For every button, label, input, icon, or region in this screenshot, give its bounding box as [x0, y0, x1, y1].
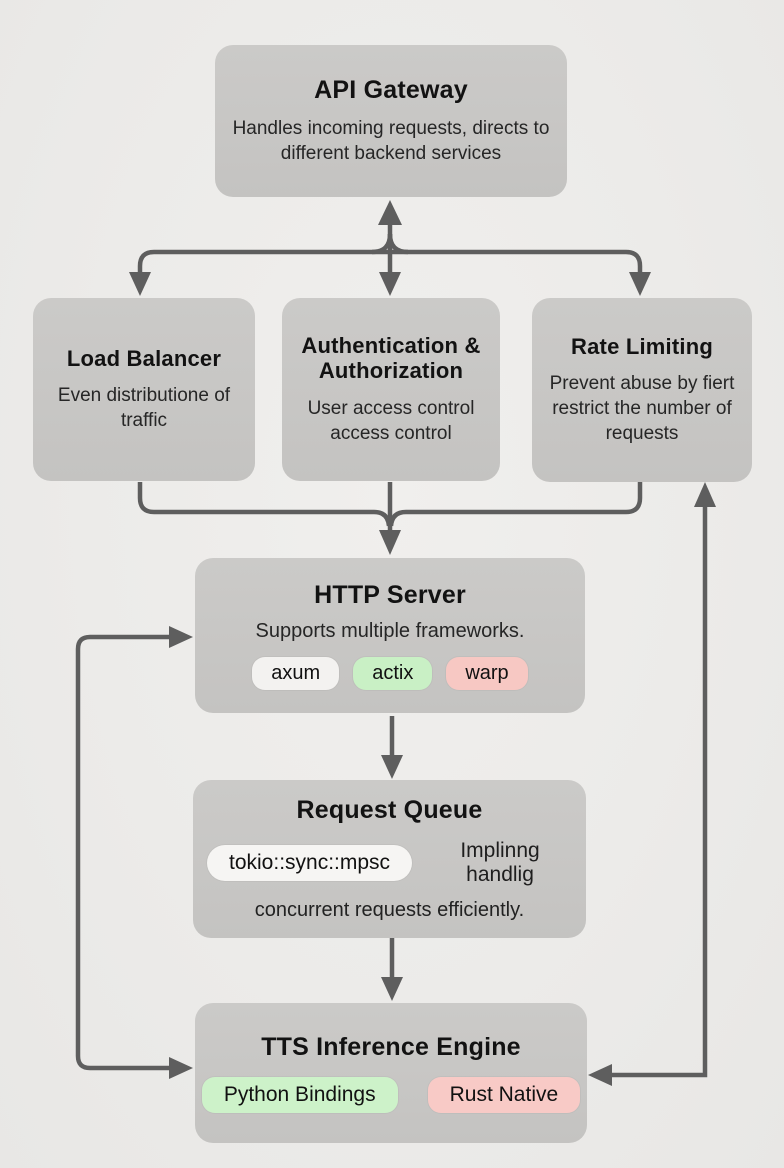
tts-engine-title: TTS Inference Engine	[261, 1032, 521, 1061]
request-queue-detail-row: tokio::sync::mpsc Implinng handlig	[207, 839, 572, 887]
request-queue-title: Request Queue	[296, 796, 483, 825]
tag-rust-native: Rust Native	[427, 1077, 581, 1114]
arrowhead-right-into-http-server	[169, 626, 193, 648]
node-api-gateway: API Gateway Handles incoming requests, d…	[215, 45, 567, 197]
node-http-server: HTTP Server Supports multiple frameworks…	[195, 558, 585, 713]
arrowhead-down-into-rate-limiting	[629, 272, 651, 296]
request-queue-inline-text: Implinng handlig	[460, 838, 540, 886]
connector-left-feedback-loop	[75, 634, 171, 1071]
load-balancer-description: Even distributione of traffic	[57, 385, 231, 432]
rate-limiting-description: Prevent abuse by fiert restrict the numb…	[549, 373, 735, 445]
http-server-description: Supports multiple frameworks.	[255, 620, 525, 643]
rate-limiting-title: Rate Limiting	[571, 333, 713, 359]
arrowhead-left-into-tts-engine	[588, 1064, 612, 1086]
tag-actix: actix	[353, 656, 433, 690]
tag-tokio-sync-mpsc: tokio::sync::mpsc	[207, 844, 413, 881]
http-server-framework-tags: axum actix warp	[252, 656, 528, 690]
arrowhead-up-into-rate-limiting	[694, 482, 716, 507]
api-gateway-description: Handles incoming requests, directs to di…	[232, 118, 550, 165]
connector-right-feedback-loop	[611, 506, 708, 1078]
connector-gateway-branch-junction	[137, 222, 643, 276]
api-gateway-title: API Gateway	[314, 75, 468, 104]
node-rate-limiting: Rate Limiting Prevent abuse by fiert res…	[532, 298, 752, 482]
tag-warp: warp	[446, 656, 528, 690]
authentication-title: Authentication & Authorization	[301, 333, 481, 384]
node-authentication: Authentication & Authorization User acce…	[282, 298, 500, 481]
load-balancer-title: Load Balancer	[66, 345, 222, 371]
arrowhead-down-into-load-balancer	[129, 272, 151, 296]
arrowhead-up-into-api-gateway	[378, 200, 402, 225]
node-load-balancer: Load Balancer Even distributione of traf…	[33, 298, 255, 481]
arrowhead-down-into-http-server	[379, 530, 401, 555]
node-tts-engine: TTS Inference Engine Python Bindings Rus…	[195, 1003, 587, 1143]
connector-merge-to-http-server	[137, 482, 643, 531]
arrowhead-right-into-tts-engine	[169, 1057, 193, 1079]
arrowhead-down-into-authentication	[379, 272, 401, 296]
arrowhead-down-into-tts-engine	[381, 977, 403, 1001]
request-queue-description: concurrent requests efficiently.	[254, 898, 525, 921]
tag-python-bindings: Python Bindings	[201, 1077, 398, 1114]
http-server-title: HTTP Server	[314, 581, 466, 610]
arrowhead-down-into-request-queue	[381, 755, 403, 779]
authentication-description: User access control access control	[307, 397, 475, 444]
tag-axum: axum	[252, 656, 340, 690]
tts-engine-tags: Python Bindings Rust Native	[201, 1077, 581, 1114]
node-request-queue: Request Queue tokio::sync::mpsc Implinng…	[193, 780, 586, 938]
